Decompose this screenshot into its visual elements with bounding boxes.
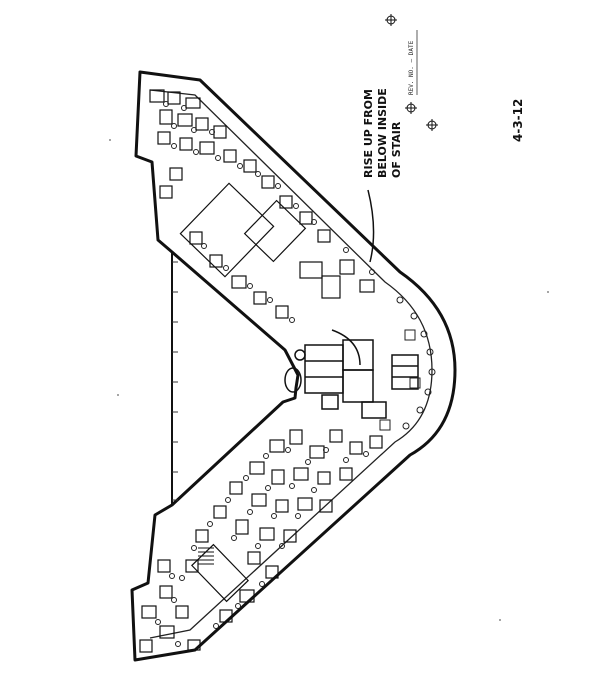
inner-perimeter bbox=[149, 89, 433, 639]
vertex-furniture bbox=[379, 296, 436, 431]
scan-specks bbox=[109, 139, 549, 621]
lower-wing-furniture bbox=[139, 429, 383, 653]
revision-stamp: REV. NO. — DATE bbox=[408, 30, 418, 95]
annotation-leader-line bbox=[367, 189, 375, 263]
annotation-line-1: RISE UP FROM bbox=[362, 89, 375, 178]
north-arrow-icon bbox=[426, 119, 438, 131]
annotation-line-2: BELOW INSIDE bbox=[376, 88, 389, 178]
stair-annotation: RISE UP FROM BELOW INSIDE OF STAIR bbox=[362, 88, 403, 263]
annotation-line-3: OF STAIR bbox=[390, 121, 403, 178]
stair-hatch bbox=[198, 547, 214, 565]
lower-wing-chairs bbox=[155, 447, 369, 647]
drawing-date: 4-3-12 bbox=[511, 99, 525, 142]
upper-wing-furniture bbox=[149, 89, 375, 319]
revision-stamp-text: REV. NO. — DATE bbox=[408, 40, 415, 95]
atrium-ticks bbox=[172, 261, 178, 501]
upper-wing-chairs bbox=[163, 101, 375, 323]
north-arrow-icon bbox=[405, 102, 417, 114]
building-outline bbox=[130, 70, 457, 662]
building-core bbox=[284, 329, 419, 419]
north-arrow-icon bbox=[385, 14, 397, 26]
